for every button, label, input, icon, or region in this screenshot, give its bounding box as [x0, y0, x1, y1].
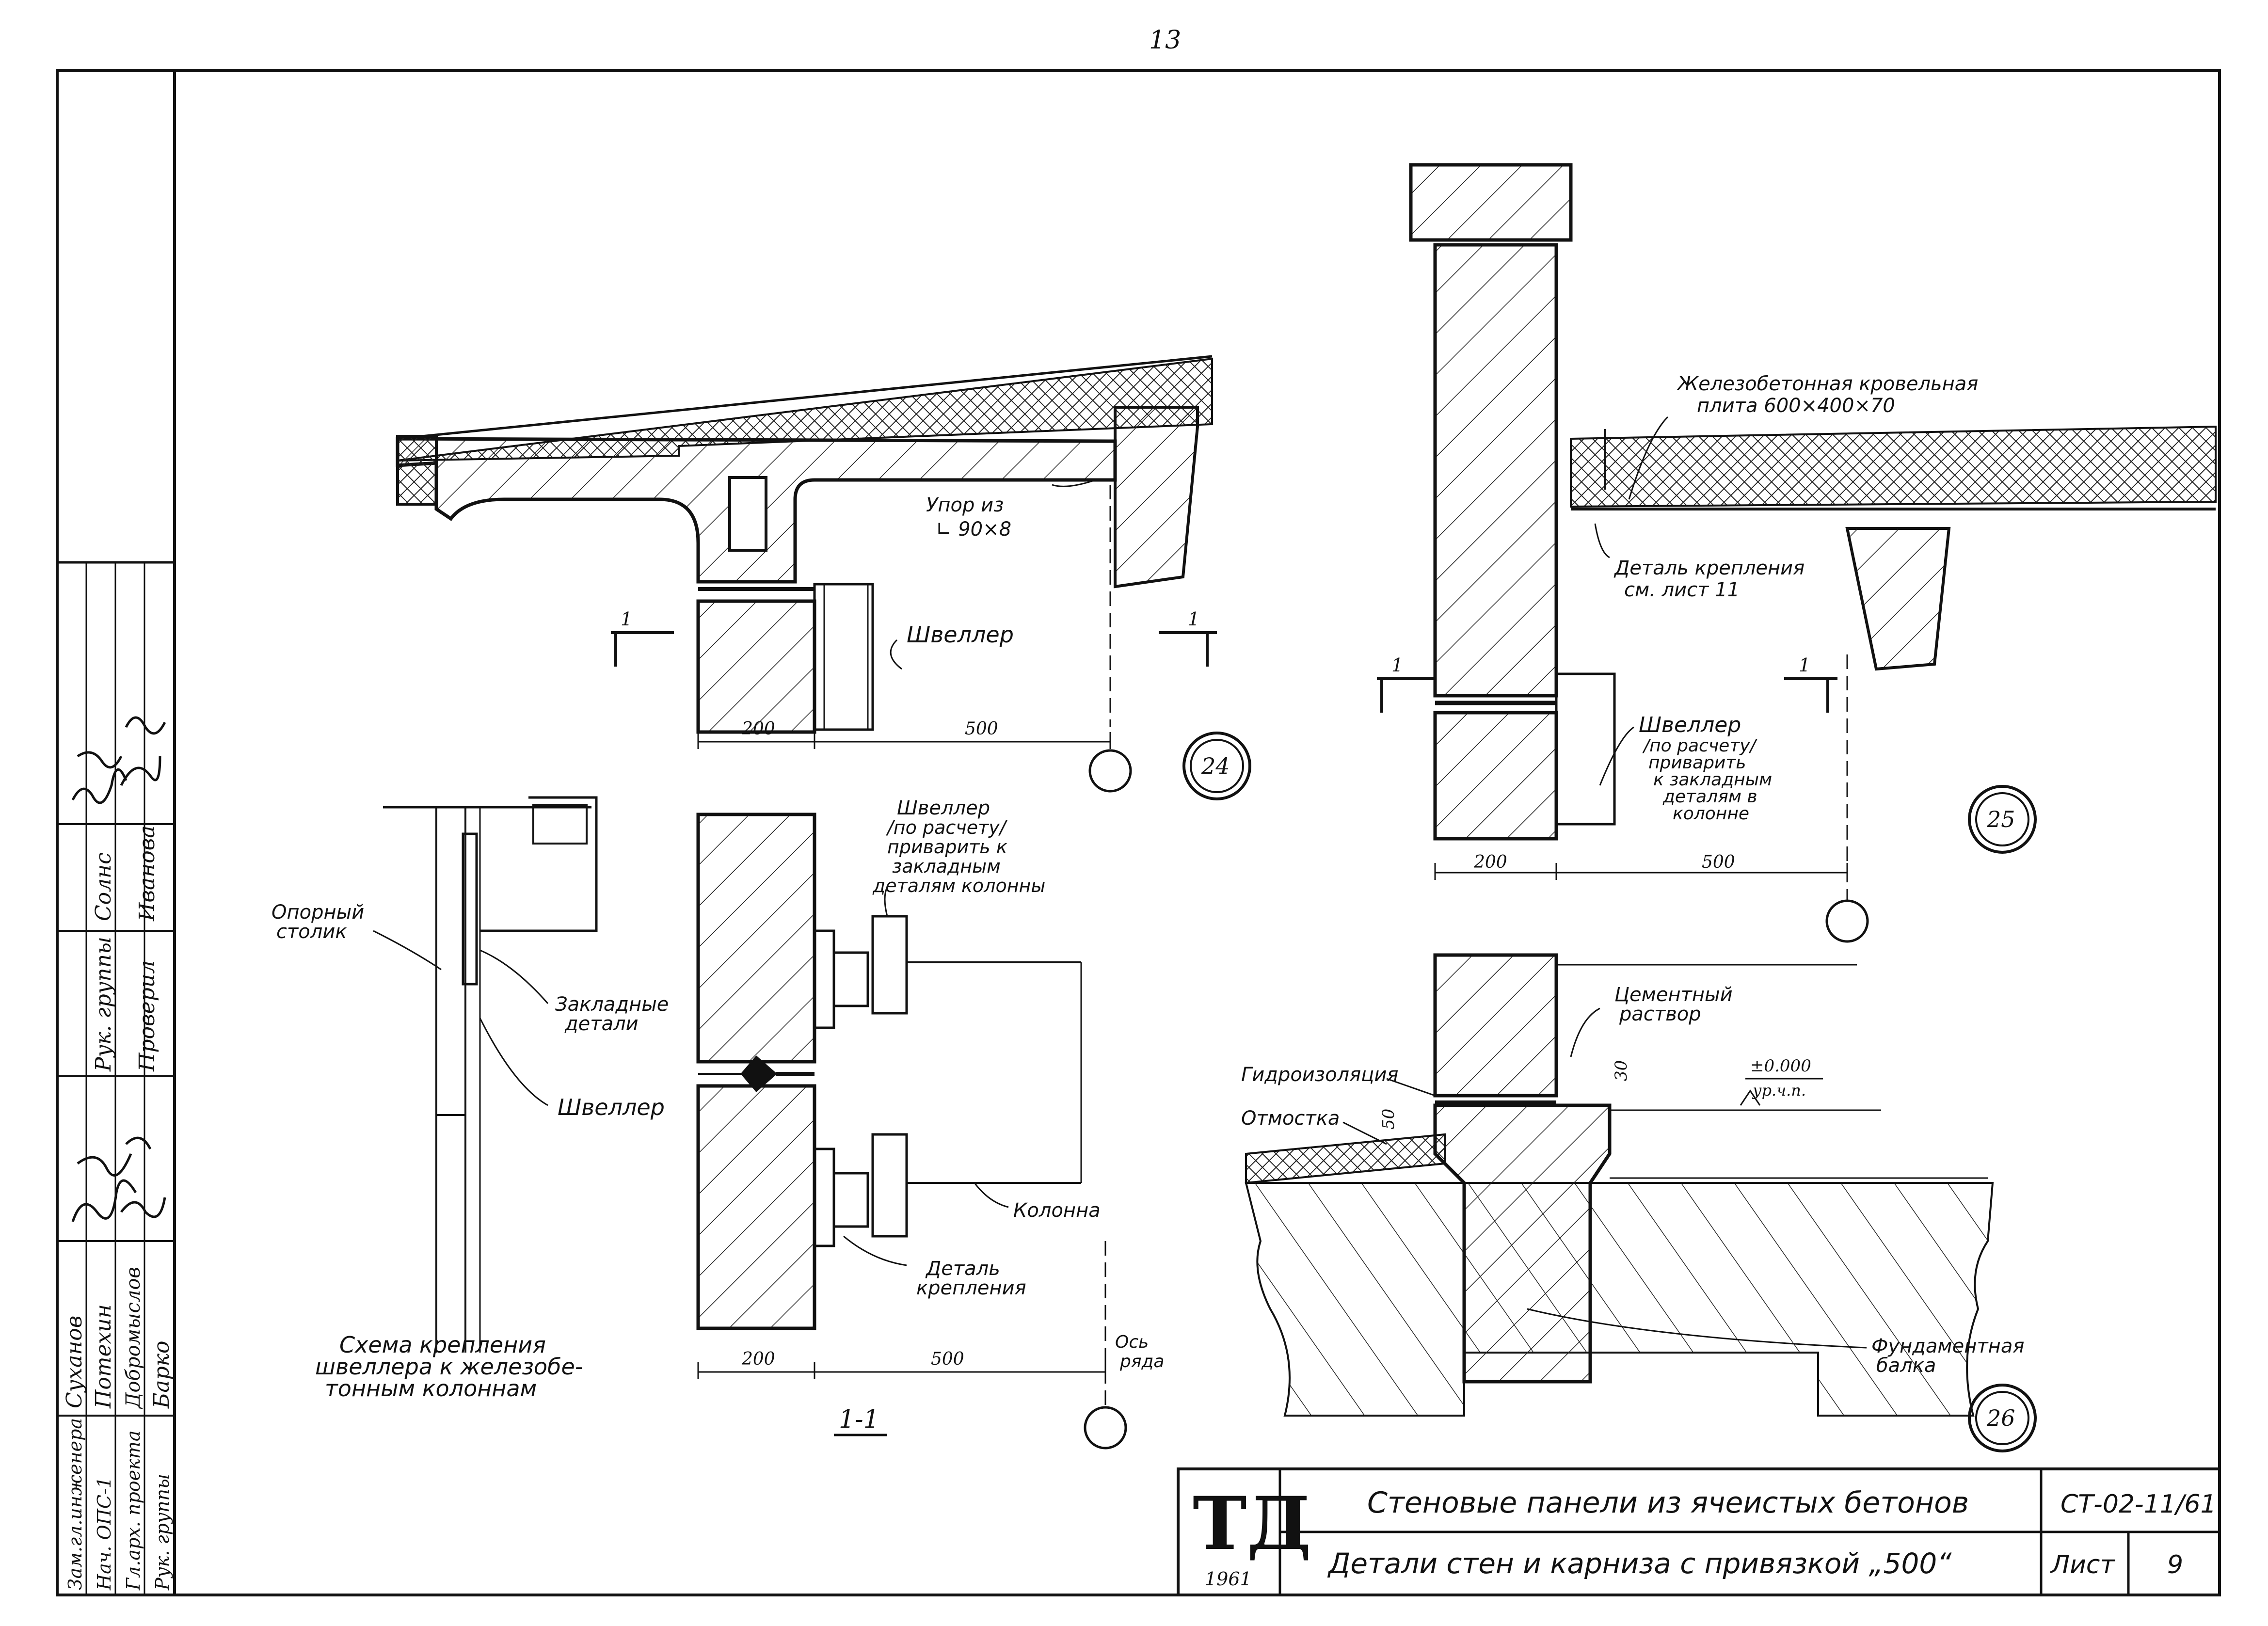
label-sh25-4: к закладным	[1653, 770, 1772, 790]
label-zakl-2: детали	[564, 1013, 639, 1035]
label-dim-50: 50	[1379, 1109, 1398, 1130]
label-det-1: Деталь	[925, 1258, 1000, 1280]
title-year: 1961	[1205, 1568, 1252, 1590]
label-sh11-3: приварить к	[887, 836, 1007, 858]
detail-number-25: 25	[1986, 806, 2015, 832]
side-stamp: Зам.гл.инженера Нач. ОПС-1 Гл.арх. проек…	[56, 561, 176, 1596]
label-sh25-5: деталям в	[1662, 787, 1757, 807]
label-fund-2: балка	[1876, 1355, 1936, 1377]
stamp-col-role-2: Солнс	[91, 852, 116, 921]
label-shveller-24: Швеллер	[907, 622, 1014, 648]
label-sh25-2: /по расчету/	[1642, 736, 1758, 756]
detail-25-parapet: 200 500 1 1 Железобетонная кровельная пл…	[1377, 163, 2217, 943]
section-mark-24-right: 1	[1188, 608, 1199, 630]
label-opor-1: Опорный	[272, 901, 364, 924]
stamp-name-2: Потехин	[91, 1304, 116, 1409]
detail-number-26: 26	[1986, 1405, 2015, 1431]
label-upor-2: ∟ 90×8	[936, 518, 1011, 541]
detail-24-cornice: 200 500 1 1 Упор из ∟ 90×8 Швеллер 24	[396, 355, 1251, 800]
dim-24-500: 500	[965, 719, 998, 739]
title-code: СТ-02-11/61	[2060, 1490, 2217, 1519]
label-dim-30: 30	[1612, 1060, 1631, 1081]
label-sh25-1: Швеллер	[1639, 713, 1741, 737]
detail-26-foundation: Цементный раствор ±0.000 ур.ч.п. 30 50 Г…	[1241, 953, 2037, 1452]
stamp-col-name-1: Проверил	[135, 960, 160, 1072]
schema-channel-fixing: Опорный столик Закладные детали Швеллер …	[272, 796, 669, 1402]
dim-24-200: 200	[741, 719, 775, 739]
detail-marker-26	[1968, 1384, 2037, 1452]
label-shveller-left: Швеллер	[558, 1094, 665, 1120]
label-plate-1: Железобетонная кровельная	[1676, 373, 1978, 395]
stamp-name-4: Барко	[149, 1341, 174, 1409]
stamp-role-4: Рук. группы	[152, 1474, 173, 1591]
label-sh25-3: приварить	[1648, 753, 1746, 773]
label-sh11-2: /по расчету/	[886, 817, 1008, 838]
section-mark-24-left: 1	[621, 608, 632, 630]
label-schema-2: швеллера к железобе-	[315, 1354, 583, 1380]
detail-marker-25	[1968, 785, 2037, 854]
label-os-1: Ось	[1115, 1332, 1149, 1352]
label-fund-1: Фундаментная	[1871, 1335, 2024, 1357]
label-sh11-1: Швеллер	[897, 797, 990, 819]
label-otmostka: Отмостка	[1241, 1107, 1340, 1130]
label-schema-1: Схема крепления	[339, 1332, 546, 1358]
dim-11-200: 200	[741, 1349, 775, 1369]
label-kolonna: Колонна	[1013, 1199, 1101, 1222]
label-plate-2: плита 600×400×70	[1697, 395, 1895, 417]
detail-number-24: 24	[1201, 753, 1230, 779]
label-sh11-5: деталям колонны	[872, 875, 1045, 896]
title-block: ТД 1961 Стеновые панели из ячеистых бето…	[1177, 1467, 2221, 1596]
label-opor-2: столик	[276, 921, 347, 943]
detail-marker-24	[1182, 732, 1251, 800]
title-sheet-label: Лист	[2050, 1550, 2115, 1579]
dim-25-500: 500	[1702, 852, 1735, 872]
axis-bubble-25	[1825, 899, 1869, 943]
stamp-name-1: Суханов	[62, 1316, 87, 1408]
stamp-role-2: Нач. ОПС-1	[94, 1477, 115, 1591]
title-sheet-number: 9	[2167, 1550, 2183, 1579]
label-sh25-6: колонне	[1673, 804, 1749, 824]
stamp-name-3: Добромыслов	[122, 1267, 144, 1409]
stamp-role-1: Зам.гл.инженера	[64, 1418, 86, 1590]
stamp-col-role-1: Рук. группы	[91, 937, 116, 1072]
stamp-role-3: Гл.арх. проекта	[123, 1430, 144, 1591]
title-logo: ТД	[1193, 1481, 1311, 1566]
label-zakl-1: Закладные	[555, 993, 669, 1016]
label-upor-1: Упор из	[926, 494, 1004, 516]
title-line-1: Стеновые панели из ячеистых бетонов	[1367, 1486, 1969, 1520]
label-sh11-4: закладным	[892, 856, 1001, 877]
label-cem-1: Цементный	[1614, 984, 1733, 1006]
page-number: 13	[1149, 26, 1181, 55]
signature-2	[71, 1136, 166, 1222]
section-mark-25-right: 1	[1799, 654, 1810, 676]
label-gidro: Гидроизоляция	[1241, 1064, 1398, 1086]
label-fix-2: см. лист 11	[1624, 579, 1740, 601]
label-schema-3: тонным колоннам	[325, 1375, 537, 1402]
label-os-2: ряда	[1119, 1352, 1164, 1371]
label-fix-1: Деталь крепления	[1613, 557, 1805, 579]
axis-bubble-11	[1084, 1406, 1127, 1450]
label-cem-2: раствор	[1619, 1003, 1701, 1025]
label-level-1: ±0.000	[1750, 1056, 1811, 1076]
dim-11-500: 500	[931, 1349, 964, 1369]
section-mark-25-left: 1	[1391, 654, 1403, 676]
section-1-1: 200 500 Швеллер /по расчету/ приварить к…	[696, 797, 1164, 1450]
dim-25-200: 200	[1473, 852, 1507, 872]
label-level-2: ур.ч.п.	[1752, 1081, 1806, 1100]
signature-1	[71, 716, 166, 804]
label-det-2: крепления	[916, 1277, 1026, 1299]
title-line-2: Детали стен и карниза с привязкой „500“	[1327, 1547, 1952, 1580]
section-title-1-1: 1-1	[839, 1405, 879, 1434]
axis-bubble-24	[1088, 749, 1132, 793]
stamp-col-name-2: Иванова	[135, 825, 160, 922]
